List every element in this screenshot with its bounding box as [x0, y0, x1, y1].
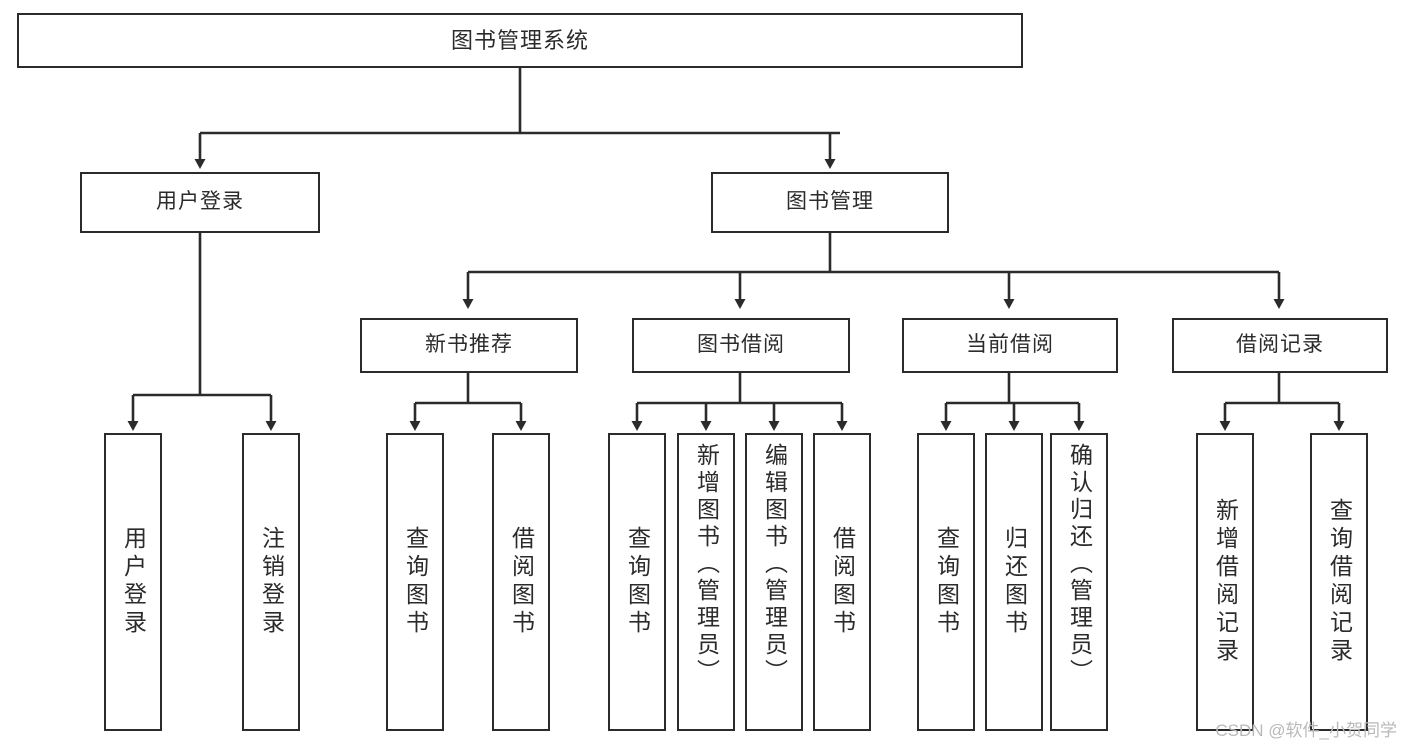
node-new-book-recommend[interactable]: 新书推荐: [360, 318, 578, 373]
leaf-return-book[interactable]: 归还图书: [985, 433, 1043, 731]
node-borrow-record-label: 借阅记录: [1236, 333, 1324, 357]
leaf-add-book-label: 新增图书（管理员）: [693, 443, 720, 686]
watermark: CSDN @软件_小贺同学: [1215, 721, 1397, 740]
leaf-query-book-3-label: 查询图书: [933, 526, 960, 638]
leaf-query-record-label: 查询借阅记录: [1326, 498, 1353, 666]
leaf-query-book-3[interactable]: 查询图书: [917, 433, 975, 731]
node-user-login-label: 用户登录: [156, 190, 244, 214]
node-book-borrow-label: 图书借阅: [697, 333, 785, 357]
leaf-user-logout[interactable]: 注销登录: [242, 433, 300, 731]
leaf-borrow-book-2-label: 借阅图书: [829, 526, 856, 638]
leaf-add-record-label: 新增借阅记录: [1212, 498, 1239, 666]
leaf-query-record[interactable]: 查询借阅记录: [1310, 433, 1368, 731]
leaf-borrow-book-2[interactable]: 借阅图书: [813, 433, 871, 731]
node-root[interactable]: 图书管理系统: [17, 13, 1023, 68]
leaf-add-record[interactable]: 新增借阅记录: [1196, 433, 1254, 731]
leaf-borrow-book-1-label: 借阅图书: [508, 526, 535, 638]
leaf-return-book-label: 归还图书: [1001, 526, 1028, 638]
leaf-borrow-book-1[interactable]: 借阅图书: [492, 433, 550, 731]
leaf-confirm-return-label: 确认归还（管理员）: [1066, 443, 1093, 686]
leaf-add-book[interactable]: 新增图书（管理员）: [677, 433, 735, 731]
node-user-login[interactable]: 用户登录: [80, 172, 320, 233]
node-borrow-record[interactable]: 借阅记录: [1172, 318, 1388, 373]
leaf-user-login[interactable]: 用户登录: [104, 433, 162, 731]
leaf-confirm-return[interactable]: 确认归还（管理员）: [1050, 433, 1108, 731]
leaf-edit-book-label: 编辑图书（管理员）: [761, 443, 788, 686]
leaf-user-login-label: 用户登录: [120, 526, 147, 638]
node-book-borrow[interactable]: 图书借阅: [632, 318, 850, 373]
node-book-management-label: 图书管理: [786, 190, 874, 214]
leaf-user-logout-label: 注销登录: [258, 526, 285, 638]
leaf-query-book-2[interactable]: 查询图书: [608, 433, 666, 731]
leaf-query-book-1[interactable]: 查询图书: [386, 433, 444, 731]
node-current-borrow-label: 当前借阅: [966, 333, 1054, 357]
node-new-book-recommend-label: 新书推荐: [425, 333, 513, 357]
leaf-query-book-2-label: 查询图书: [624, 526, 651, 638]
node-root-label: 图书管理系统: [450, 27, 589, 53]
node-current-borrow[interactable]: 当前借阅: [902, 318, 1118, 373]
leaf-query-book-1-label: 查询图书: [402, 526, 429, 638]
node-book-management[interactable]: 图书管理: [711, 172, 949, 233]
leaf-edit-book[interactable]: 编辑图书（管理员）: [745, 433, 803, 731]
